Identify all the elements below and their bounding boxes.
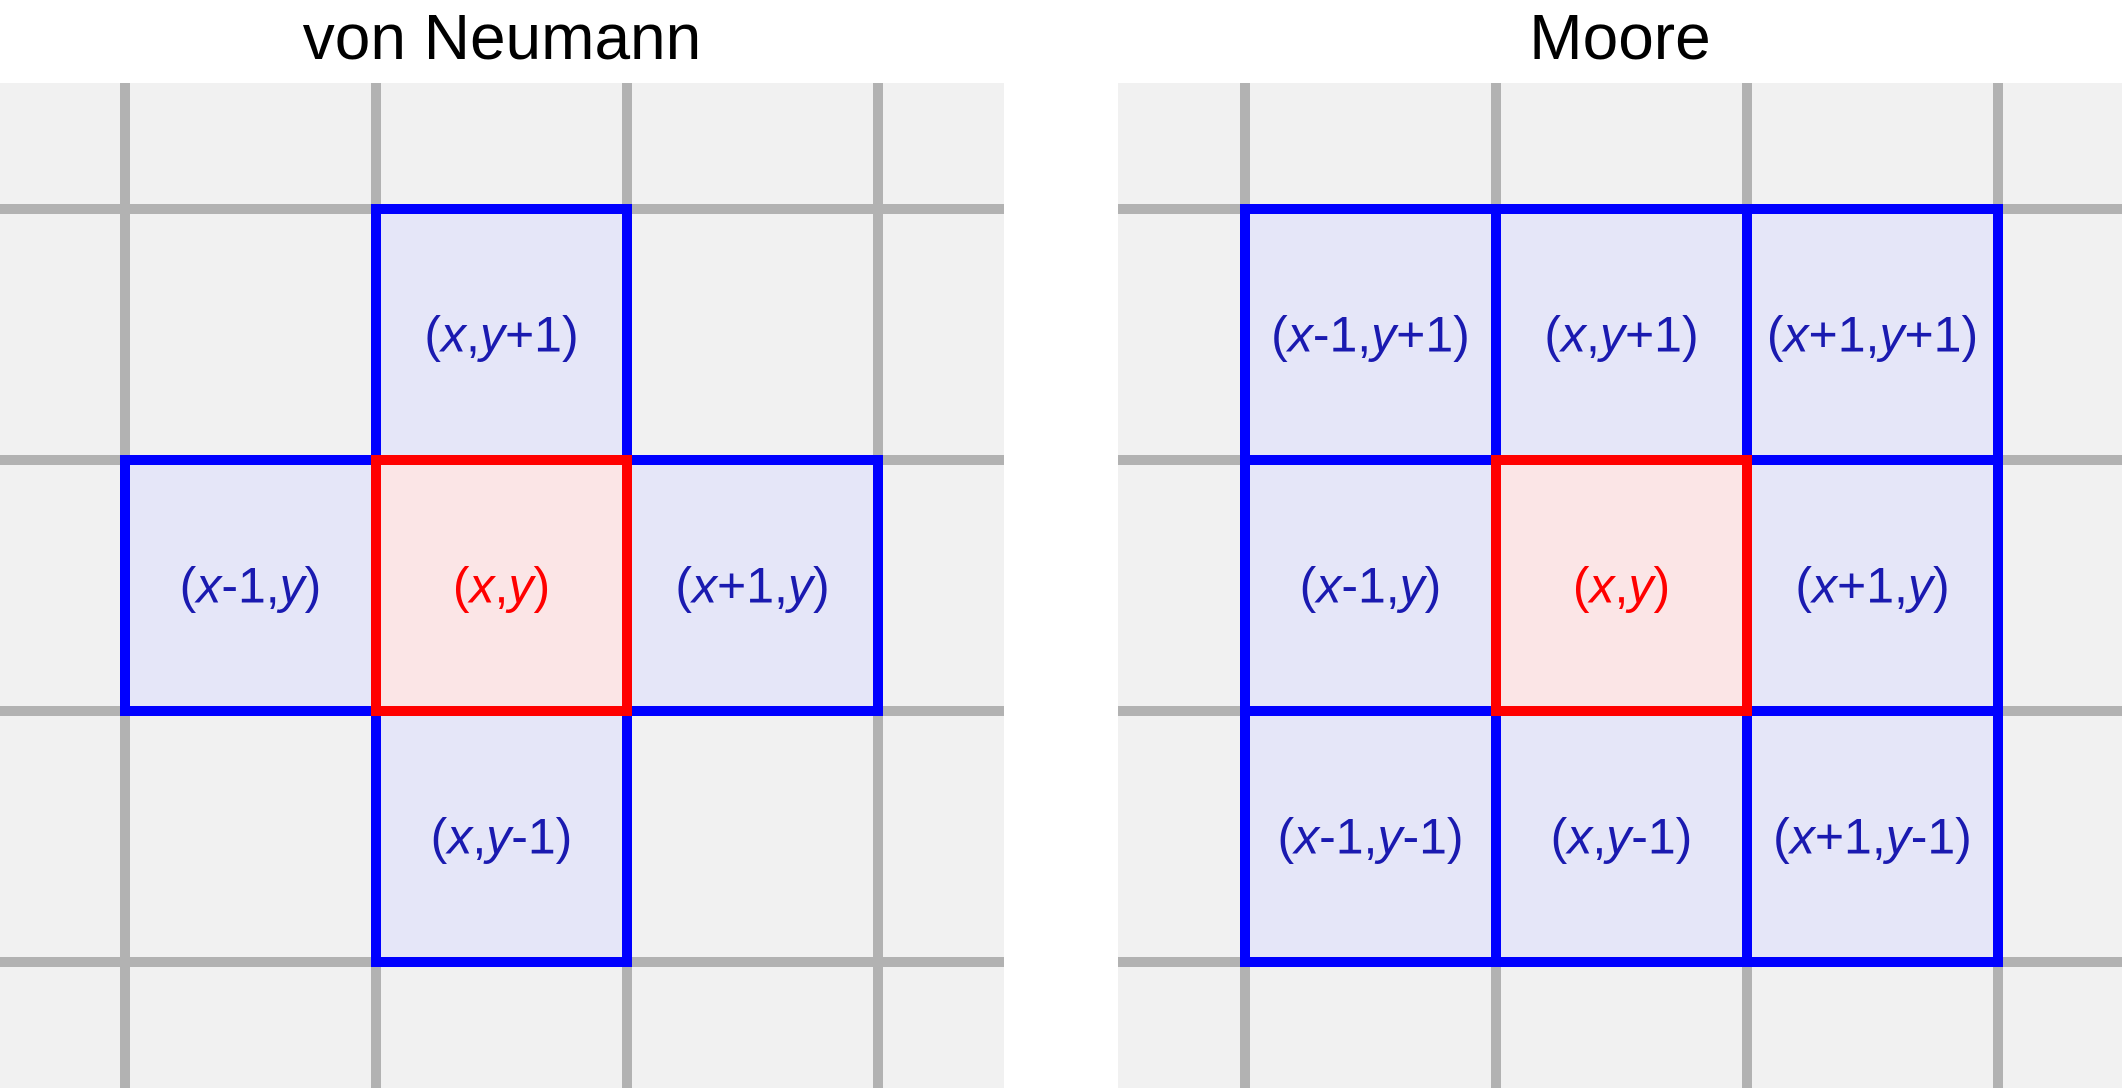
center-cell-box	[371, 455, 632, 716]
neighbor-cell-box	[1240, 706, 1501, 967]
moore-neighbor-cell: (x,y-1)	[1491, 706, 1752, 967]
center-cell-box	[1491, 455, 1752, 716]
moore-title: Moore	[1529, 1, 1711, 73]
neighbor-cell-label: (x+1,y)	[1795, 558, 1949, 614]
von-neumann-center-cell: (x,y)	[371, 455, 632, 716]
moore-center-cell: (x,y)	[1491, 455, 1752, 716]
moore-neighbor-cell: (x+1,y+1)	[1742, 204, 2003, 465]
neighbor-cell-label: (x,y-1)	[431, 809, 573, 865]
neighbor-cell-box	[371, 706, 632, 967]
moore-neighbor-cell: (x+1,y-1)	[1742, 706, 2003, 967]
neighbor-cell-label: (x-1,y+1)	[1271, 307, 1470, 363]
neighbor-cell-label: (x+1,y)	[675, 558, 829, 614]
center-cell-label: (x,y)	[1573, 558, 1670, 614]
neighbor-cell-label: (x-1,y)	[1300, 558, 1442, 614]
neighbor-cell-label: (x+1,y+1)	[1767, 307, 1978, 363]
moore-neighbor-cell: (x-1,y)	[1240, 455, 1501, 716]
neighbor-cell-label: (x,y+1)	[424, 307, 578, 363]
neighbor-cell-label: (x-1,y)	[180, 558, 322, 614]
von-neumann-neighbor-cell: (x,y-1)	[371, 706, 632, 967]
moore-neighbor-cell: (x-1,y+1)	[1240, 204, 1501, 465]
von-neumann-neighbor-cell: (x+1,y)	[622, 455, 883, 716]
moore-neighbor-cell: (x-1,y-1)	[1240, 706, 1501, 967]
moore-neighbor-cell: (x+1,y)	[1742, 455, 2003, 716]
neighbor-cell-box	[1742, 706, 2003, 967]
von-neumann-title: von Neumann	[302, 1, 702, 73]
von-neumann-neighbor-cell: (x,y+1)	[371, 204, 632, 465]
neighbor-cell-label: (x+1,y-1)	[1773, 809, 1972, 865]
von-neumann-panel: (x,y+1) (x-1,y) (x+1,y) (x,y-1) (x,y)	[0, 83, 1004, 1088]
moore-panel: (x-1,y+1) (x,y+1) (x+1,y+1) (x-1,y) (x+1,y) (…	[1118, 83, 2122, 1088]
neighbor-cell-label: (x,y+1)	[1544, 307, 1698, 363]
von-neumann-neighbor-cell: (x-1,y)	[120, 455, 381, 716]
moore-neighbor-cell: (x,y+1)	[1491, 204, 1752, 465]
neighbor-cell-box	[1742, 204, 2003, 465]
neighbor-cell-label: (x,y-1)	[1551, 809, 1693, 865]
center-cell-label: (x,y)	[453, 558, 550, 614]
neighbor-cell-box	[1240, 455, 1501, 716]
neighbor-cell-label: (x-1,y-1)	[1277, 809, 1463, 865]
